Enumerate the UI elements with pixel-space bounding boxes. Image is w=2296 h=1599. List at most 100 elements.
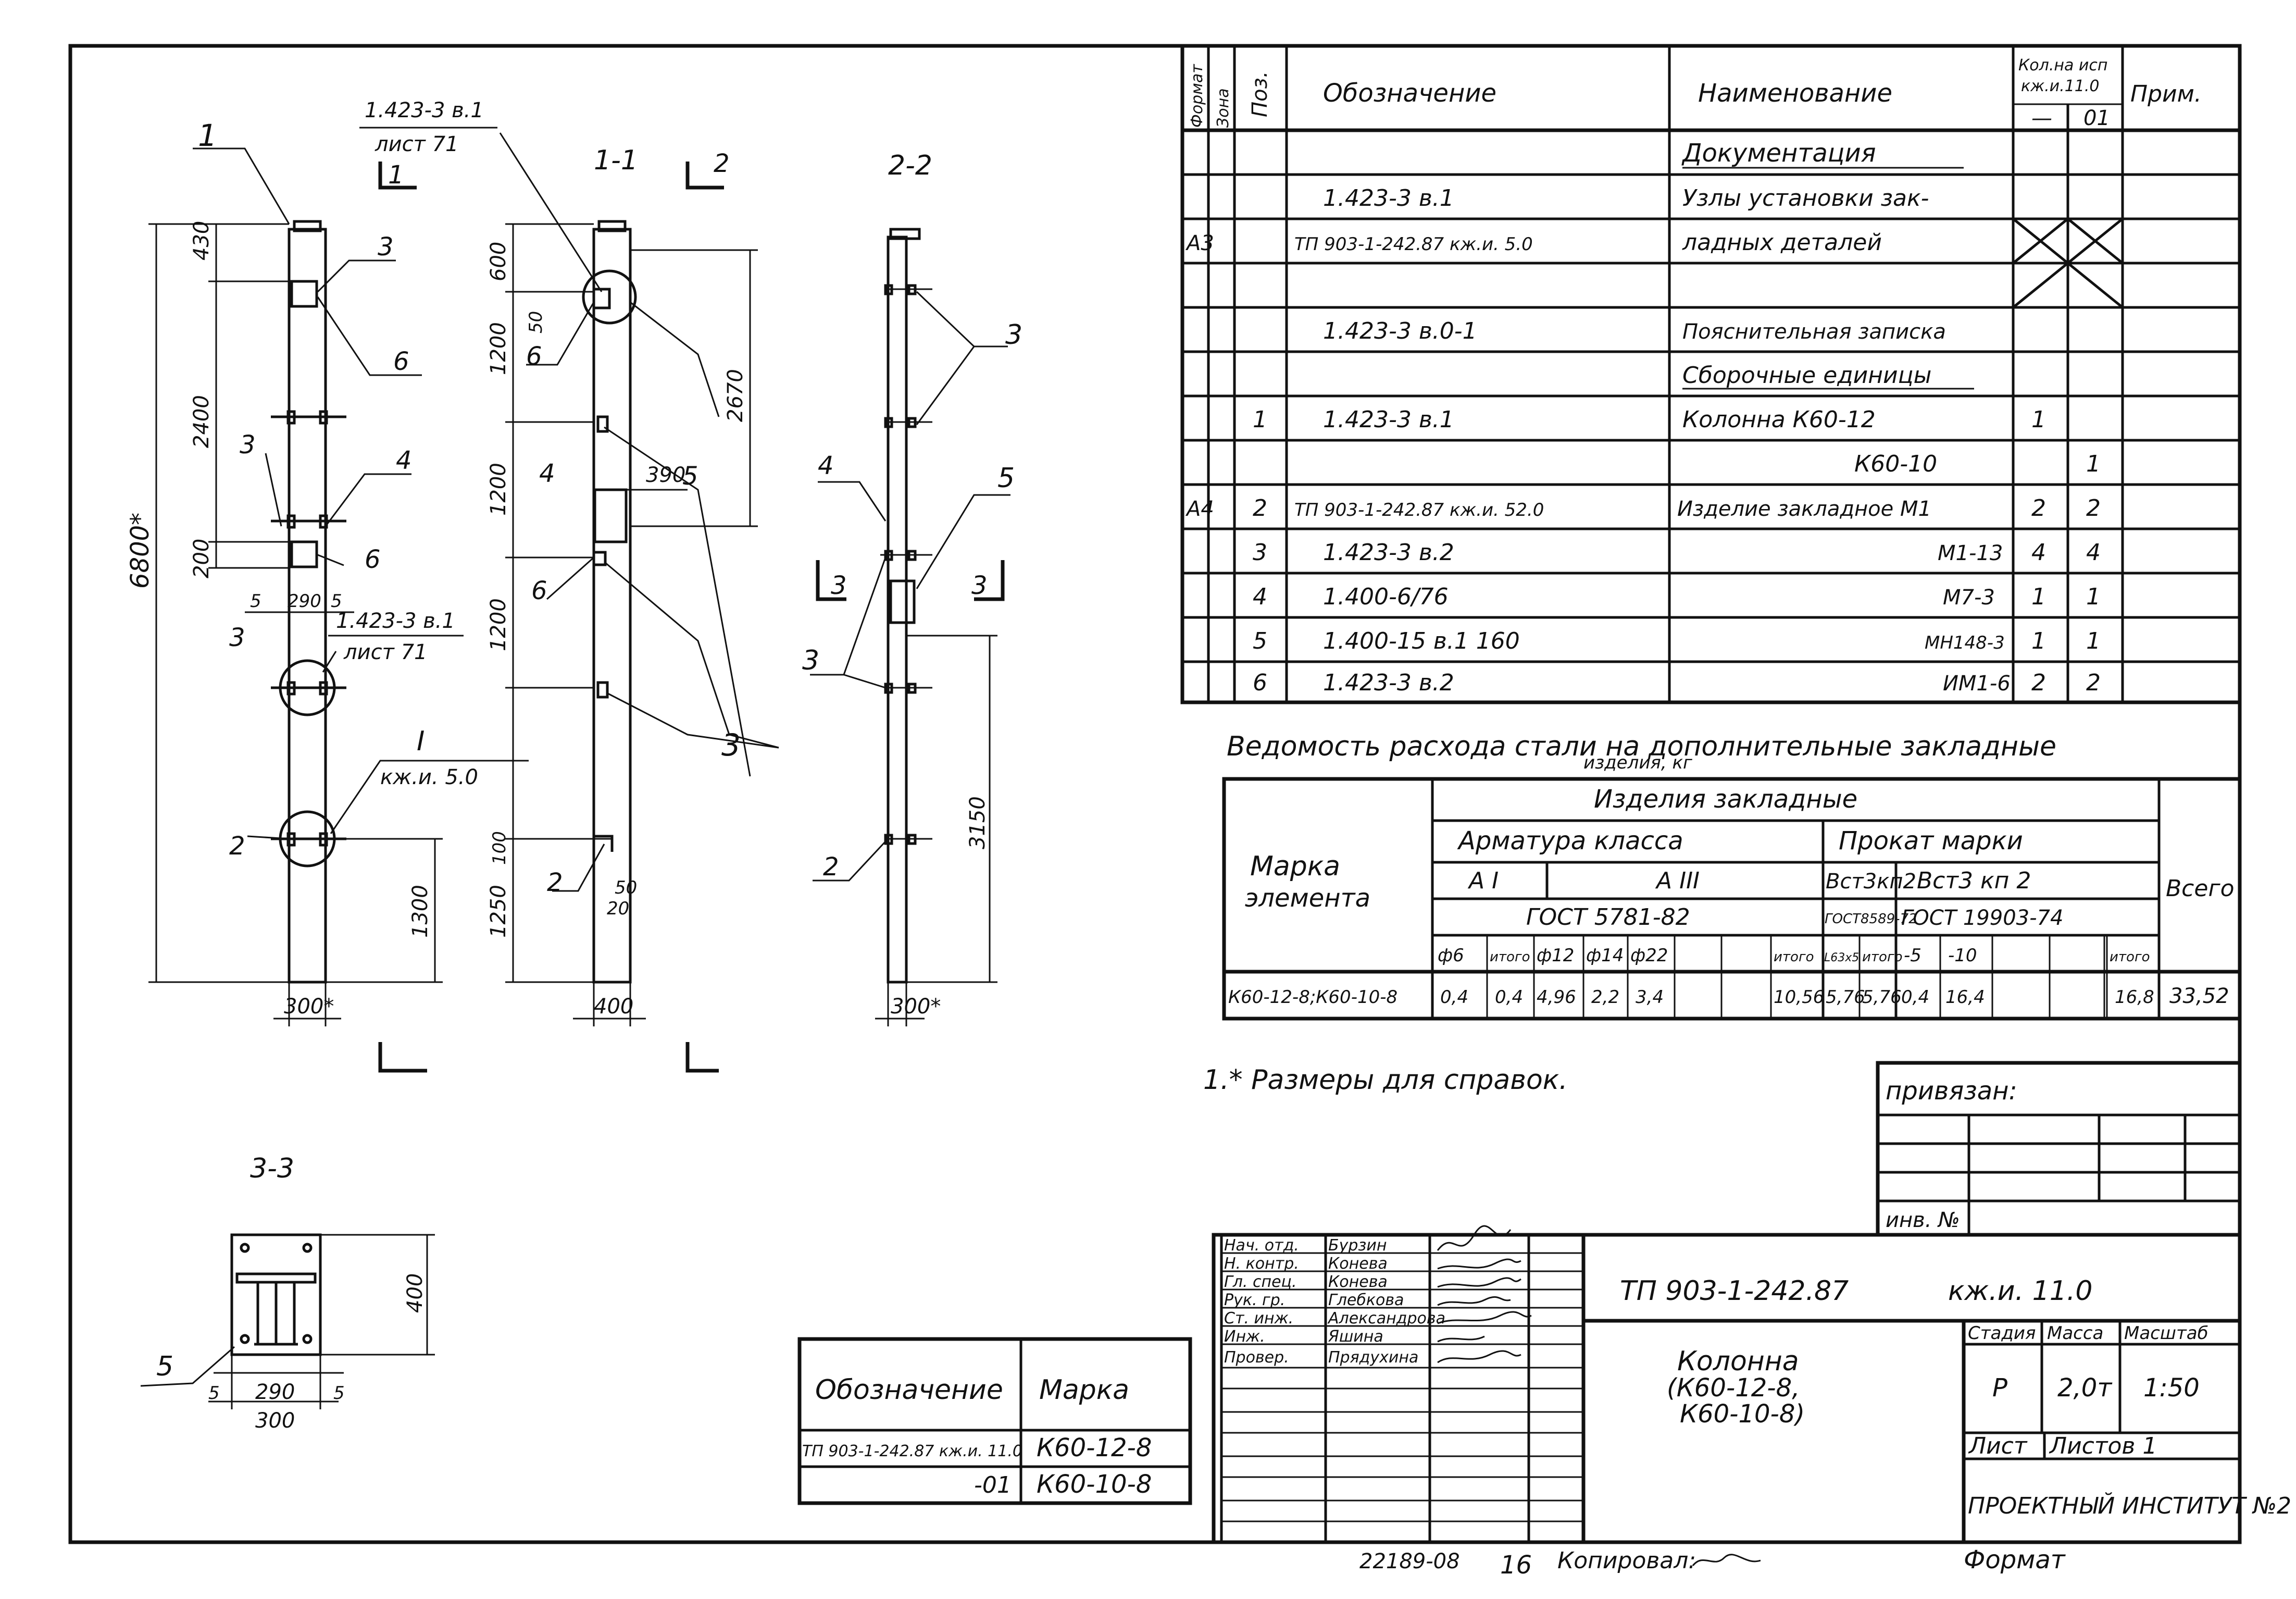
pos-label: 2 xyxy=(823,852,839,882)
cross-mark xyxy=(2012,218,2069,264)
leader-pos3 xyxy=(604,426,751,777)
title-name2: (К60-12-8, xyxy=(1667,1373,1800,1403)
hdr-01: 01 xyxy=(2083,106,2110,130)
spec-row-name: М1-13 xyxy=(1938,541,2003,565)
pos-label: 6 xyxy=(526,342,542,371)
spec-row-name: Документация xyxy=(1681,139,1876,168)
dim-text: 3150 xyxy=(966,796,990,849)
hdr-dash: — xyxy=(2031,106,2052,130)
pos-label: 3 xyxy=(1005,319,1022,351)
pos-label: 2 xyxy=(229,832,245,861)
section-view-3-3: 3-3 5 5 290 5 300 400 xyxy=(140,1153,435,1433)
leader-pos6a xyxy=(317,296,422,376)
spec-row-des: 1.400-6/76 xyxy=(1323,584,1449,610)
dim-text: 5 xyxy=(208,1383,220,1404)
leader-pos2 xyxy=(552,844,605,892)
spec-row-q1: 4 xyxy=(2031,539,2046,566)
pos-label: 4 xyxy=(818,451,834,480)
role: Гл. спец. xyxy=(1224,1273,1296,1291)
steel-val: 3,4 xyxy=(1636,987,1664,1008)
steel-table: Ведомость расхода стали на дополнительны… xyxy=(1222,731,2242,1021)
steel-sub: L63х5 xyxy=(1824,951,1859,964)
pos-label: 4 xyxy=(396,446,412,475)
dim-text: 430 xyxy=(190,221,214,261)
title-roles: Нач. отд. Н. контр. Гл. спец. Рук. гр. С… xyxy=(1224,1236,1299,1367)
pos-label: 5 xyxy=(682,462,698,491)
steel-h-aiii: А III xyxy=(1655,867,1700,894)
spec-row-q2: 1 xyxy=(2086,584,2101,610)
plate xyxy=(592,288,611,309)
spec-row-name: ИМ1-6 xyxy=(1943,672,2011,696)
specification-table: Формат Зона Поз. Обозначение Наименовани… xyxy=(1180,44,2242,704)
spec-row-pos: 2 xyxy=(1253,495,1267,522)
dim-text: 1250 xyxy=(486,885,510,938)
title-name1: Колонна xyxy=(1677,1346,1799,1377)
spec-row: 4 1.400-6/76 М7-3 1 1 xyxy=(1253,584,2101,610)
steel-title: Ведомость расхода стали на дополнительны… xyxy=(1227,731,2056,762)
dim-text: 1200 xyxy=(486,322,510,375)
person-name: Конева xyxy=(1328,1255,1388,1273)
cut-label: 3 xyxy=(971,571,988,600)
dim-text: 300 xyxy=(255,1409,295,1433)
cut-mark-3-left xyxy=(816,560,846,601)
steel-val: 0,4 xyxy=(1495,987,1523,1008)
dim-text: 300* xyxy=(284,995,334,1019)
column-mid-cap xyxy=(597,220,627,232)
dim-text: 290 xyxy=(288,591,321,612)
steel-sub: ф22 xyxy=(1630,945,1668,966)
small-plate xyxy=(286,514,296,529)
dim-text: 2670 xyxy=(723,369,747,422)
cut-mark-1-top xyxy=(378,162,417,190)
dim-text: 390 xyxy=(646,463,685,487)
marks-h-des: Обозначение xyxy=(815,1374,1003,1406)
steel-h-arm: Арматура класса xyxy=(1457,826,1683,856)
role: Н. контр. xyxy=(1224,1255,1299,1273)
leader-pos5 xyxy=(916,494,1010,589)
plate xyxy=(596,415,609,433)
hdr-name: Наименование xyxy=(1698,79,1892,108)
footer-num: 22189-08 xyxy=(1359,1550,1460,1573)
steel-sub: ф12 xyxy=(1537,945,1574,966)
role: Инж. xyxy=(1224,1328,1265,1346)
section-33-body xyxy=(230,1233,322,1356)
spec-row-des: 1.400-15 в.1 160 xyxy=(1323,628,1520,654)
leader-ref-mid xyxy=(322,651,337,673)
pos-label: 6 xyxy=(365,545,381,574)
spec-row-pos: 3 xyxy=(1253,539,1267,566)
dim-text: 600 xyxy=(486,242,510,281)
title-h-mass: Масса xyxy=(2047,1323,2103,1344)
steel-sub: итого xyxy=(1774,949,1814,965)
detail-circle xyxy=(582,269,637,325)
spec-row-des: 1.423-3 в.0-1 xyxy=(1323,318,1477,344)
spec-row-q2: 2 xyxy=(2086,495,2101,522)
footer-copied: Копировал: xyxy=(1557,1547,1696,1574)
signatures xyxy=(1437,1225,1532,1364)
title-code: ТП 903-1-242.87 xyxy=(1620,1275,1849,1307)
steel-h-vst1: Вст3кп2 xyxy=(1826,870,1916,894)
spec-row-des: 1.423-3 в.2 xyxy=(1323,670,1454,696)
column-right-cap xyxy=(889,228,921,240)
steel-val: 5,76 xyxy=(1862,987,1902,1008)
spec-row-des: 1.423-3 в.1 xyxy=(1323,185,1454,212)
spec-row-pos: 6 xyxy=(1253,670,1267,696)
spec-row-q2: 4 xyxy=(2086,539,2101,566)
dim-text: 1200 xyxy=(486,598,510,651)
steel-sub: ф14 xyxy=(1586,945,1624,966)
steel-val: 5,76 xyxy=(1826,987,1865,1008)
spec-row-pos: 4 xyxy=(1253,584,1267,610)
ref-top-sheet: лист 71 xyxy=(375,132,458,156)
left-view: 1 1.423-3 в.1 лист 71 1 3 6 3 4 6 3 2 1.… xyxy=(126,98,529,1073)
cut-label: 2 xyxy=(714,149,730,178)
marks-r2-mark: К60-10-8 xyxy=(1037,1470,1152,1499)
role: Ст. инж. xyxy=(1224,1309,1293,1328)
spec-row-q1: 1 xyxy=(2031,628,2046,654)
spec-row-fmt: А3 xyxy=(1185,231,1214,255)
title-scale: 1:50 xyxy=(2143,1373,2200,1403)
view-title-1-1: 1-1 xyxy=(594,145,638,176)
leader-pos5 xyxy=(140,1346,235,1387)
privyazan-label: привязан: xyxy=(1886,1076,2017,1106)
view-title-3-3: 3-3 xyxy=(250,1153,294,1184)
steel-sub: итого xyxy=(1862,949,1903,965)
title-name3: К60-10-8) xyxy=(1680,1399,1805,1429)
person-name: Глебкова xyxy=(1328,1291,1404,1309)
